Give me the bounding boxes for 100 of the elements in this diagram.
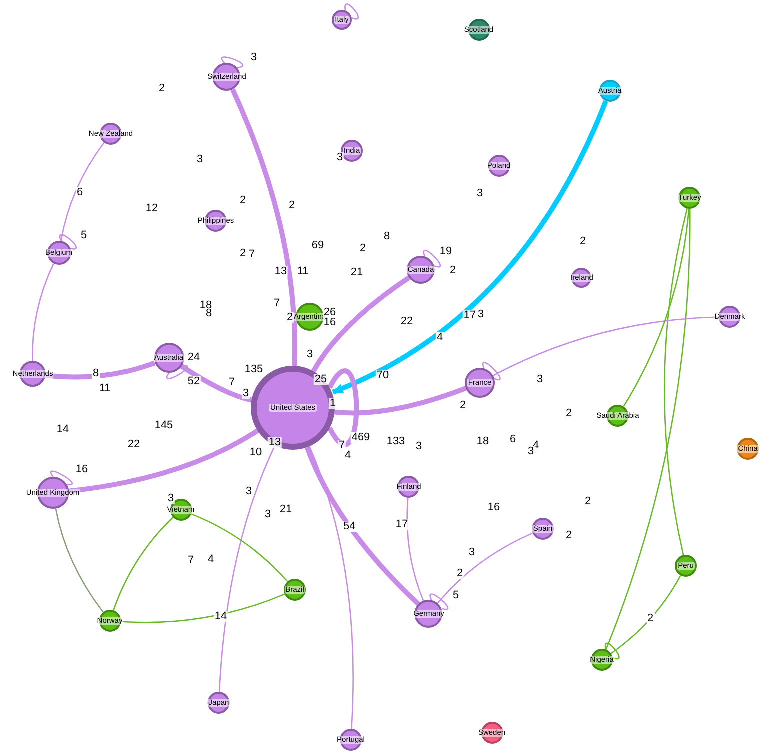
connector-line	[230, 88, 298, 366]
connector-line	[46, 360, 156, 380]
connector-line	[610, 575, 682, 654]
self-loop	[50, 470, 73, 486]
number-label: 21	[350, 268, 364, 278]
number-label: 14	[56, 424, 70, 436]
number-label: 17	[462, 310, 478, 322]
number-label: 2	[158, 84, 166, 94]
number-label: 10	[248, 448, 264, 458]
number-label: 4	[206, 554, 216, 566]
number-label: 3	[306, 350, 314, 360]
edge-label: 469	[350, 432, 372, 444]
self-loop	[430, 594, 448, 610]
number-label: 3	[166, 494, 176, 504]
number-label: 7	[186, 556, 196, 566]
number-label: 2	[358, 244, 368, 254]
number-label: 2	[288, 200, 296, 212]
number-label: 17	[394, 520, 410, 530]
number-label: 8	[382, 232, 392, 242]
edge-label: 8	[92, 368, 100, 380]
number-label: 2	[564, 530, 574, 542]
number-label: 3	[468, 548, 476, 558]
edge-label: 4	[436, 332, 444, 344]
number-label: 6	[508, 434, 518, 446]
number-label: 2	[448, 266, 458, 276]
number-label: 7	[338, 440, 346, 452]
number-label: 13	[268, 438, 282, 448]
number-label: 2	[286, 312, 294, 324]
number-label: 2	[564, 408, 574, 420]
self-loop	[423, 250, 441, 268]
edge-label: 3	[250, 52, 258, 64]
number-label: 25	[314, 374, 328, 386]
number-label: 11	[296, 266, 310, 278]
edge-label: 6	[76, 188, 84, 198]
number-label: 2	[578, 236, 588, 248]
self-loop	[604, 642, 620, 660]
number-label: 18	[476, 436, 490, 448]
self-loop	[344, 4, 359, 20]
number-label: 2	[458, 400, 468, 412]
connector-line	[437, 532, 534, 604]
number-label: 13	[274, 266, 288, 278]
number-label: 2	[456, 568, 464, 580]
number-label: 24	[186, 352, 202, 364]
self-loop	[328, 368, 360, 448]
connector-line	[606, 209, 691, 650]
number-label: 3	[336, 152, 344, 164]
self-loop	[166, 365, 188, 380]
number-label: 22	[126, 440, 142, 450]
connector-line	[120, 594, 286, 624]
number-label: 2	[238, 248, 248, 260]
number-label: 4	[344, 450, 352, 462]
number-label: 14	[214, 612, 228, 622]
connector-line	[218, 446, 276, 692]
connector-line	[113, 517, 174, 611]
number-label: 3	[526, 446, 536, 458]
number-label: 21	[278, 504, 294, 516]
number-label: 8	[204, 308, 214, 320]
number-label: 70	[376, 370, 390, 382]
edge-label: 22	[400, 316, 414, 328]
self-loop	[482, 362, 501, 380]
edge-label: 133	[386, 436, 406, 448]
number-label: 3	[536, 374, 544, 386]
number-label: 16	[486, 502, 502, 514]
number-label: 3	[244, 486, 254, 498]
number-label: 3	[264, 510, 272, 520]
number-label: 3	[414, 442, 424, 452]
connector-line	[180, 364, 252, 403]
edge-label: 5	[80, 230, 88, 242]
edge-label: 19	[438, 246, 454, 258]
number-label: 2	[238, 196, 248, 206]
number-label: 1	[328, 398, 338, 410]
number-label: 7	[228, 378, 236, 388]
connector-line	[664, 208, 688, 556]
edge-label: 52	[186, 376, 202, 388]
edge-label: 16	[74, 464, 90, 476]
connector-line	[492, 316, 720, 376]
connector-line	[32, 264, 54, 361]
edge-label: 145	[154, 420, 174, 432]
number-label: 7	[248, 250, 256, 260]
self-loop	[221, 56, 244, 68]
number-label: 2	[584, 496, 592, 508]
edge-label: 5	[452, 590, 460, 602]
connector-line	[305, 446, 420, 606]
connector-line	[406, 498, 424, 602]
number-label: 11	[98, 384, 112, 394]
edge-label: 54	[342, 521, 357, 532]
number-label: 3	[196, 154, 204, 166]
edge-label: 135	[244, 364, 264, 376]
connector-line	[68, 428, 260, 494]
connector-line	[309, 446, 354, 730]
connector-line	[60, 142, 105, 242]
number-label: 3	[476, 188, 484, 200]
number-label: 3	[476, 310, 486, 320]
self-loop	[60, 234, 77, 250]
connector-line	[334, 386, 467, 416]
edge-label: 69	[310, 240, 326, 252]
edge-label: 2	[646, 613, 655, 624]
connector-line	[190, 513, 288, 582]
arrow	[332, 100, 608, 395]
connector-line	[311, 276, 411, 373]
